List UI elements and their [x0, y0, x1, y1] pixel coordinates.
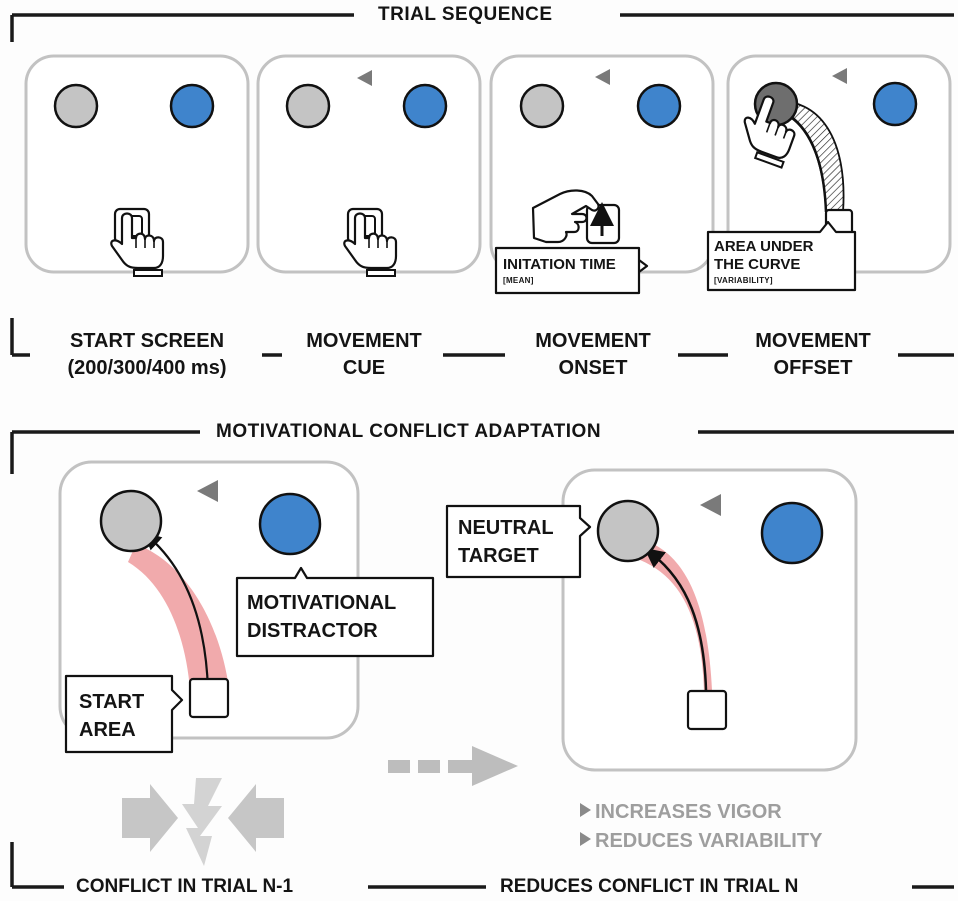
- lightning-icon: [182, 778, 222, 866]
- adaptation-frame: [10, 430, 954, 889]
- panel-movement-cue: [256, 54, 482, 278]
- cue-triangle-icon: [197, 480, 218, 502]
- start-area-callout-box: [64, 674, 184, 754]
- motivational-distractor-callout: MOTIVATIONAL DISTRACTOR: [247, 592, 397, 642]
- initiation-callout-box: [494, 246, 649, 295]
- panel-movement-offset: [726, 54, 952, 274]
- curve-variability-band: [128, 544, 229, 690]
- cue-triangle-icon: [595, 69, 610, 85]
- arrow-right-icon: [122, 784, 178, 852]
- panel-start-screen: [24, 54, 250, 278]
- cue-triangle-icon: [832, 68, 847, 84]
- cue-triangle-icon: [357, 70, 372, 86]
- effect-reduces-variability: REDUCES VARIABILITY: [580, 827, 822, 855]
- cue-triangle-icon: [700, 494, 721, 516]
- distractor-callout-box: [235, 566, 435, 658]
- auc-callout-box: [706, 220, 857, 292]
- start-area-square: [686, 689, 728, 731]
- lifting-hand-icon: [531, 189, 621, 245]
- trial-sequence-title: TRIAL SEQUENCE: [366, 4, 565, 26]
- panel-movement-onset: [489, 54, 715, 274]
- stage-label-start-screen: START SCREEN(200/300/400 ms): [67, 330, 227, 379]
- effect-increases-vigor: INCREASES VIGOR: [580, 798, 782, 826]
- adaptation-title: MOTIVATIONAL CONFLICT ADAPTATION: [204, 421, 614, 443]
- dashed-transition-arrow: [388, 746, 518, 786]
- neutral-target-callout: NEUTRAL TARGET: [458, 517, 554, 567]
- initiation-time-callout: INITATION TIME [MEAN]: [503, 256, 616, 285]
- auc-callout: AREA UNDER THE CURVE [VARIABILITY]: [714, 238, 814, 285]
- conflict-icon: [122, 778, 284, 866]
- panel-conflict-trial: [58, 460, 360, 740]
- start-area-square: [188, 677, 230, 719]
- bullet-triangle-icon: [580, 832, 591, 846]
- panel-adapted-trial: [561, 468, 858, 772]
- reduces-conflict-label: REDUCES CONFLICT IN TRIAL N: [490, 876, 809, 898]
- conflict-trial-label: CONFLICT IN TRIAL N-1: [66, 876, 304, 898]
- start-area-callout: START AREA: [79, 691, 145, 741]
- neutral-target-callout-box: [445, 504, 592, 579]
- arrow-left-icon: [228, 784, 284, 852]
- bullet-triangle-icon: [580, 803, 591, 817]
- trial-sequence-frame: [10, 13, 954, 357]
